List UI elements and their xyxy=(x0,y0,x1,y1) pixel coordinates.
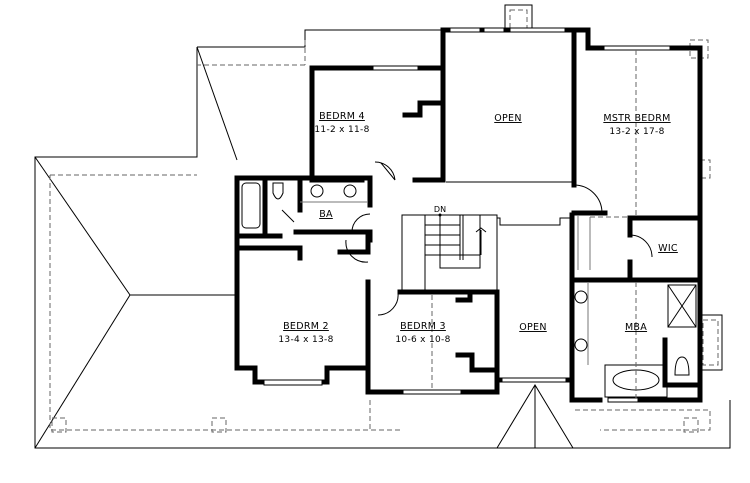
room-label-open-top: OPEN xyxy=(494,113,522,124)
room-size-master-bedroom: 13-2 x 17-8 xyxy=(609,127,664,137)
room-label-master-bedroom: MSTR BEDRM xyxy=(603,113,670,124)
room-label-bedroom4: BEDRM 4 xyxy=(319,111,365,122)
room-label-bath: BA xyxy=(319,209,333,220)
room-label-open-bottom: OPEN xyxy=(519,322,547,333)
walls xyxy=(234,27,703,403)
room-size-bedroom2: 13-4 x 13-8 xyxy=(278,335,333,345)
room-label-master-bath: MBA xyxy=(625,322,647,333)
fixtures xyxy=(241,50,697,398)
room-label-bedroom2: BEDRM 2 xyxy=(283,321,329,332)
door-swings xyxy=(281,161,653,316)
room-size-bedroom4: 11-2 x 11-8 xyxy=(314,125,369,135)
roof-outline xyxy=(34,4,731,449)
windows xyxy=(263,27,671,403)
room-label-bedroom3: BEDRM 3 xyxy=(400,321,446,332)
stairs-down-label: DN xyxy=(434,205,446,214)
stairs[interactable]: DN xyxy=(401,205,572,293)
room-label-wic: WIC xyxy=(658,243,678,254)
room-size-bedroom3: 10-6 x 10-8 xyxy=(395,335,450,345)
